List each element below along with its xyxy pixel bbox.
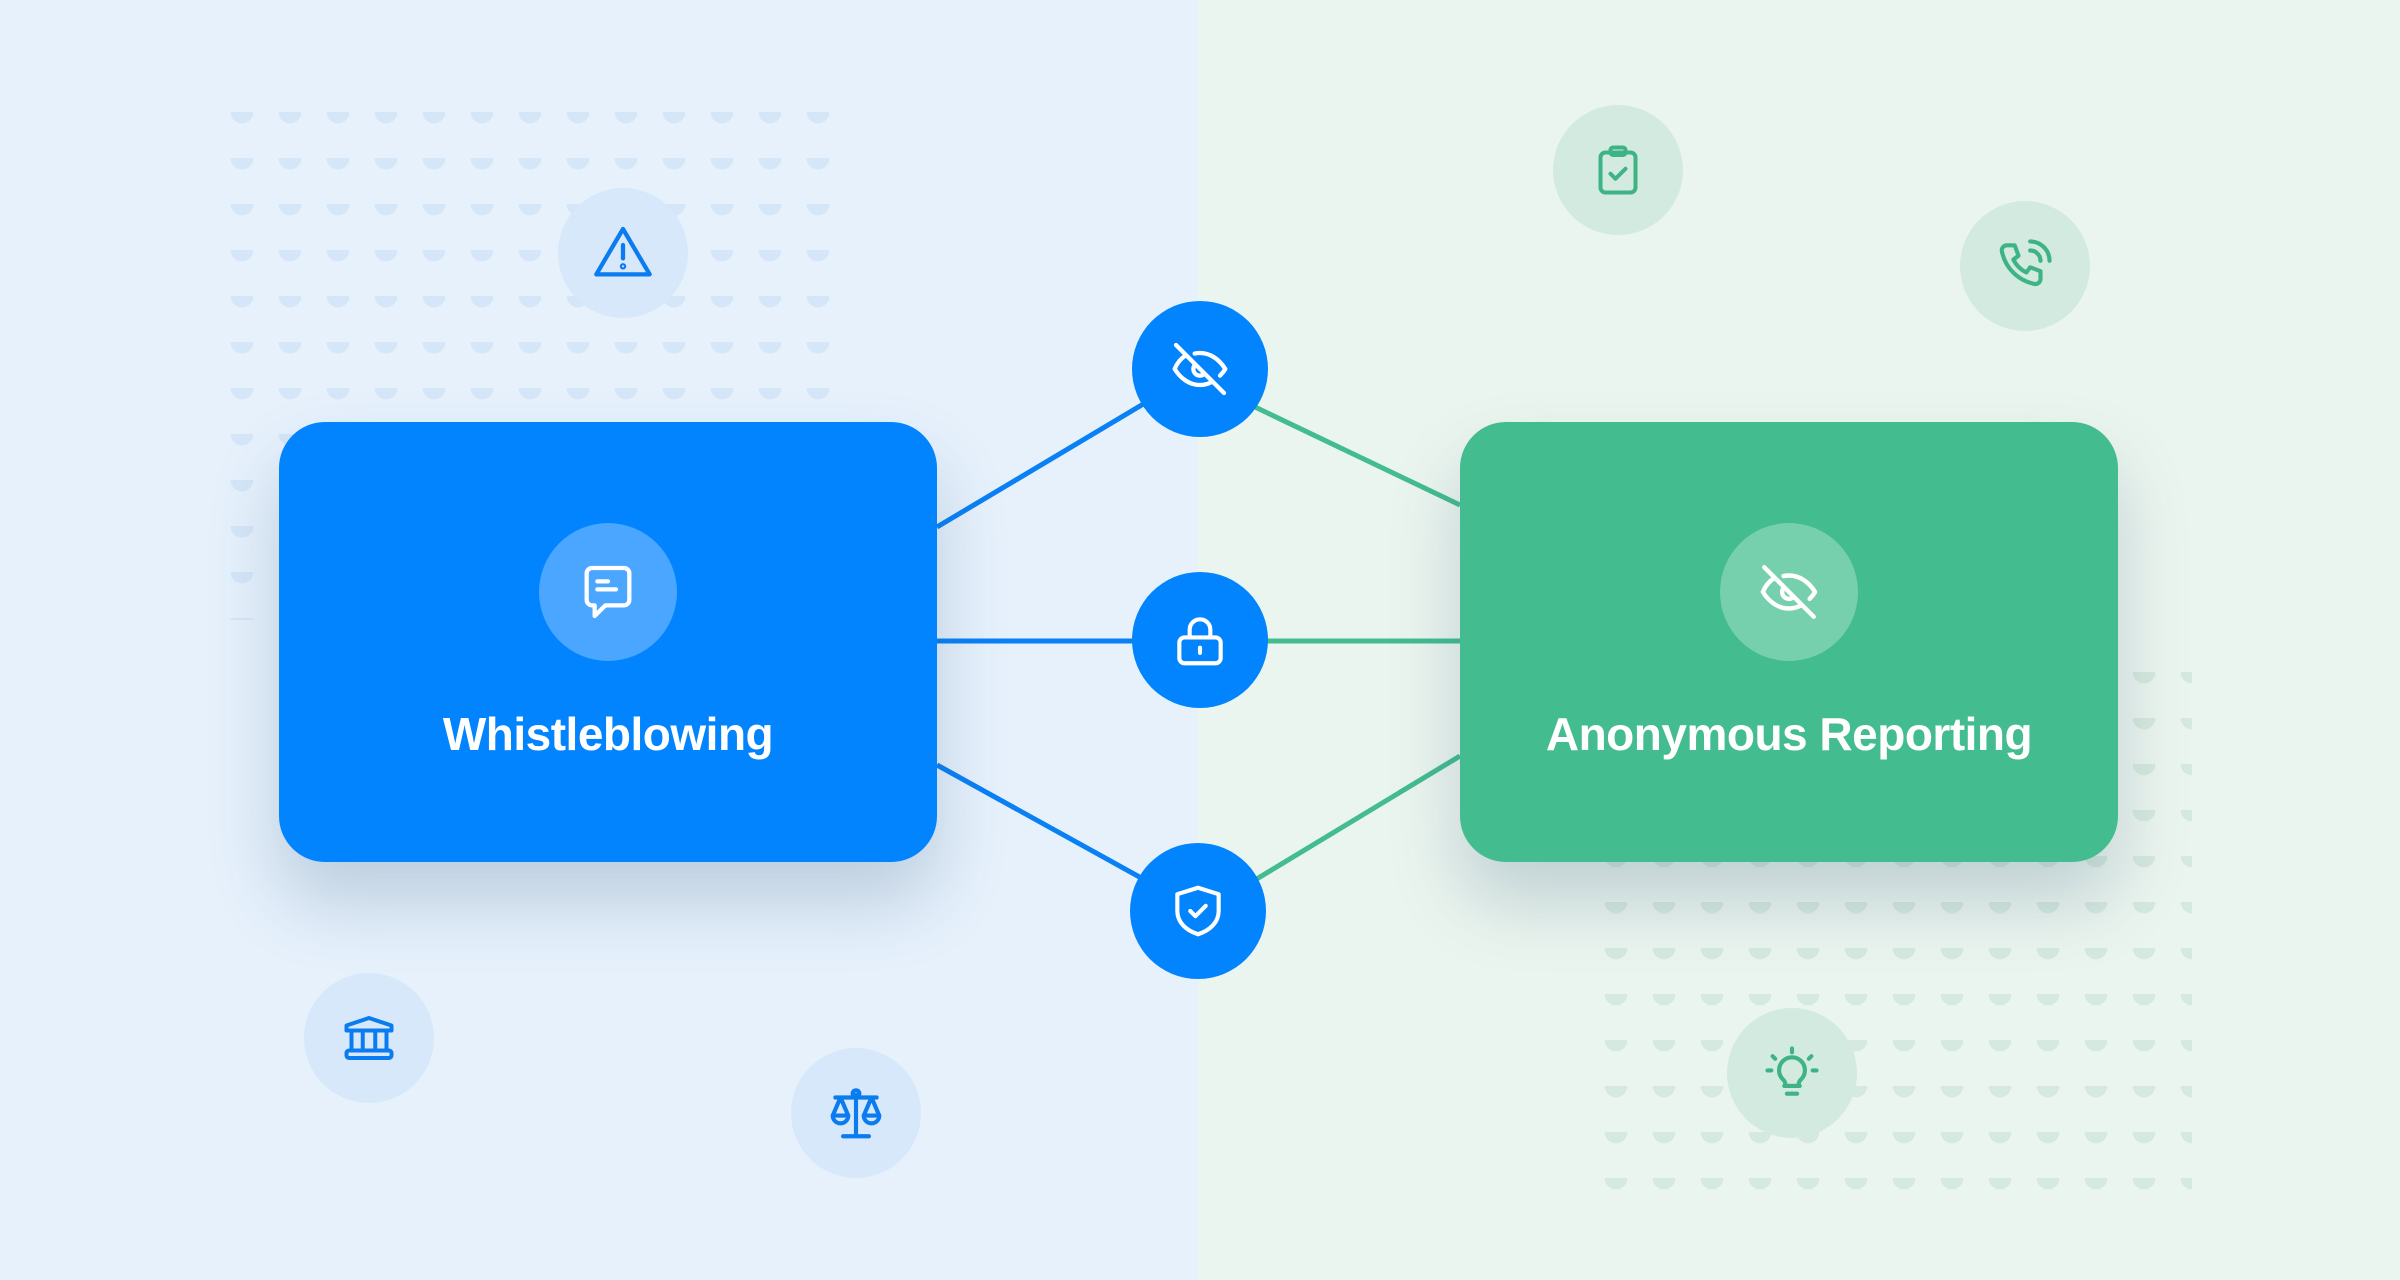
warning-icon (594, 226, 652, 277)
warning-badge (558, 188, 688, 318)
card-icon-badge (539, 523, 677, 661)
shield-check-icon (1175, 885, 1221, 937)
chat-bubble-icon (584, 565, 632, 619)
connector-node-security (1132, 572, 1268, 708)
line-left-bottom (935, 762, 1147, 883)
card-title: Anonymous Reporting (1545, 708, 2033, 760)
lock-icon (1177, 617, 1223, 666)
connector-node-protection (1130, 843, 1266, 979)
clipboard-badge (1553, 105, 1683, 235)
bank-icon (344, 1016, 394, 1060)
clipboard-check-icon (1598, 145, 1638, 195)
line-right-bottom (1253, 753, 1462, 883)
card-icon-badge (1720, 523, 1858, 661)
bank-badge (304, 973, 434, 1103)
lightbulb-icon (1765, 1046, 1819, 1096)
phone-ringing-icon (1999, 239, 2052, 287)
connector-node-privacy (1132, 301, 1268, 437)
phone-badge (1960, 201, 2090, 331)
scales-badge (791, 1048, 921, 1178)
scales-icon (830, 1088, 882, 1139)
whistleblowing-card: Whistleblowing (279, 422, 937, 862)
line-left-top (935, 400, 1147, 530)
eye-off-icon (1172, 342, 1228, 396)
anonymous-reporting-card: Anonymous Reporting (1460, 422, 2118, 862)
line-right-top (1253, 404, 1462, 508)
card-title: Whistleblowing (442, 708, 774, 760)
lightbulb-badge (1727, 1008, 1857, 1138)
eye-off-icon (1760, 565, 1818, 619)
